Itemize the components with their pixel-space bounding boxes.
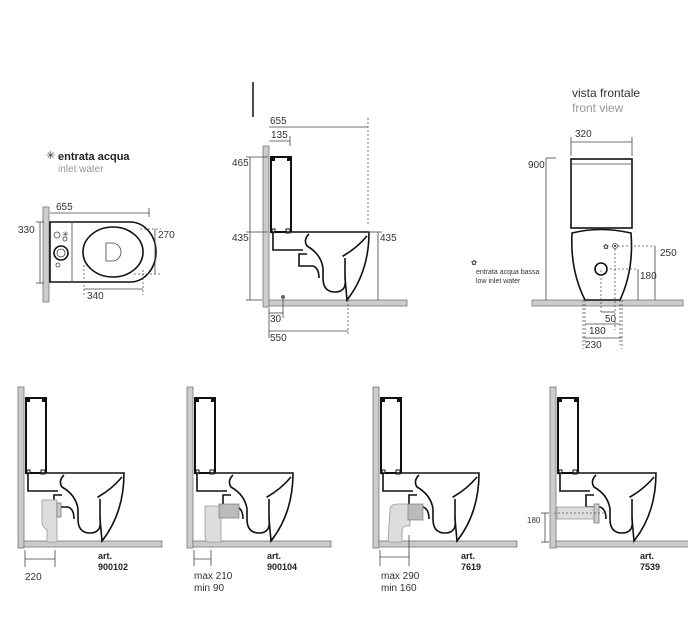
variant-900102: 220 art. 900102 — [17, 386, 163, 583]
dim-outlet-height: 180 — [640, 271, 657, 282]
art-label: art. — [98, 551, 112, 561]
svg-text:✿: ✿ — [603, 244, 609, 251]
variant-7539: 180 art. 7539 — [527, 386, 688, 572]
variant-dim-1: 220 — [25, 572, 42, 583]
inlet-water-label-it: entrata acqua — [58, 151, 130, 163]
art-code: 7539 — [640, 562, 660, 572]
dim-side-length: 655 — [270, 116, 287, 127]
dim-length: 655 — [56, 202, 73, 213]
dim-bowl-height-left: 435 — [232, 233, 249, 244]
dim-front-width: 320 — [575, 129, 592, 140]
plan-view: ✳ entrata acqua inlet water ✳ 655 330 27… — [18, 150, 175, 303]
dim-total-height: 900 — [528, 160, 545, 171]
asterisk-icon: ✳ — [46, 150, 55, 162]
dim-seat-width: 270 — [158, 230, 175, 241]
variant-dim-2: min 90 — [194, 583, 224, 594]
side-view: 655 135 465 435 435 30 550 — [232, 82, 408, 344]
low-inlet-star-icon: ✿ — [471, 260, 477, 267]
front-view-title-it: vista frontale — [572, 86, 640, 100]
dim-inlet-offset: 30 — [270, 314, 282, 325]
art-code: 900102 — [98, 562, 128, 572]
front-view: vista frontale front view 320 ✿ 900 250 … — [471, 86, 684, 351]
variant-900104: max 210 min 90 art. 900104 — [186, 386, 332, 594]
dim-offset: 50 — [605, 314, 617, 325]
dim-outlet-offset: 550 — [270, 333, 287, 344]
dim-base-inner: 180 — [589, 326, 606, 337]
art-label: art. — [640, 551, 654, 561]
dim-tank-depth: 135 — [271, 130, 288, 141]
dim-inlet-height: 250 — [660, 248, 677, 259]
front-view-title-en: front view — [572, 101, 624, 115]
wall — [42, 206, 50, 303]
variant-dim-2: min 160 — [381, 583, 417, 594]
variant-dim-1: 180 — [527, 516, 541, 525]
art-code: 7619 — [461, 562, 481, 572]
dim-depth: 330 — [18, 225, 35, 236]
variant-dim-1: max 210 — [194, 571, 233, 582]
dim-base-outer: 230 — [585, 340, 602, 351]
variant-7619: max 290 min 160 art. 7619 — [372, 386, 518, 594]
low-inlet-label-en: low inlet water — [476, 278, 521, 285]
dim-bowl-height-right: 435 — [380, 233, 397, 244]
inlet-water-label-en: inlet water — [58, 164, 104, 175]
dim-tank-height: 465 — [232, 158, 249, 169]
art-label: art. — [461, 551, 475, 561]
art-label: art. — [267, 551, 281, 561]
svg-text:✳: ✳ — [62, 230, 69, 239]
variant-dim-1: max 290 — [381, 571, 420, 582]
dim-seat-offset: 340 — [87, 291, 104, 302]
art-code: 900104 — [267, 562, 297, 572]
low-inlet-label-it: entrata acqua bassa — [476, 269, 540, 276]
